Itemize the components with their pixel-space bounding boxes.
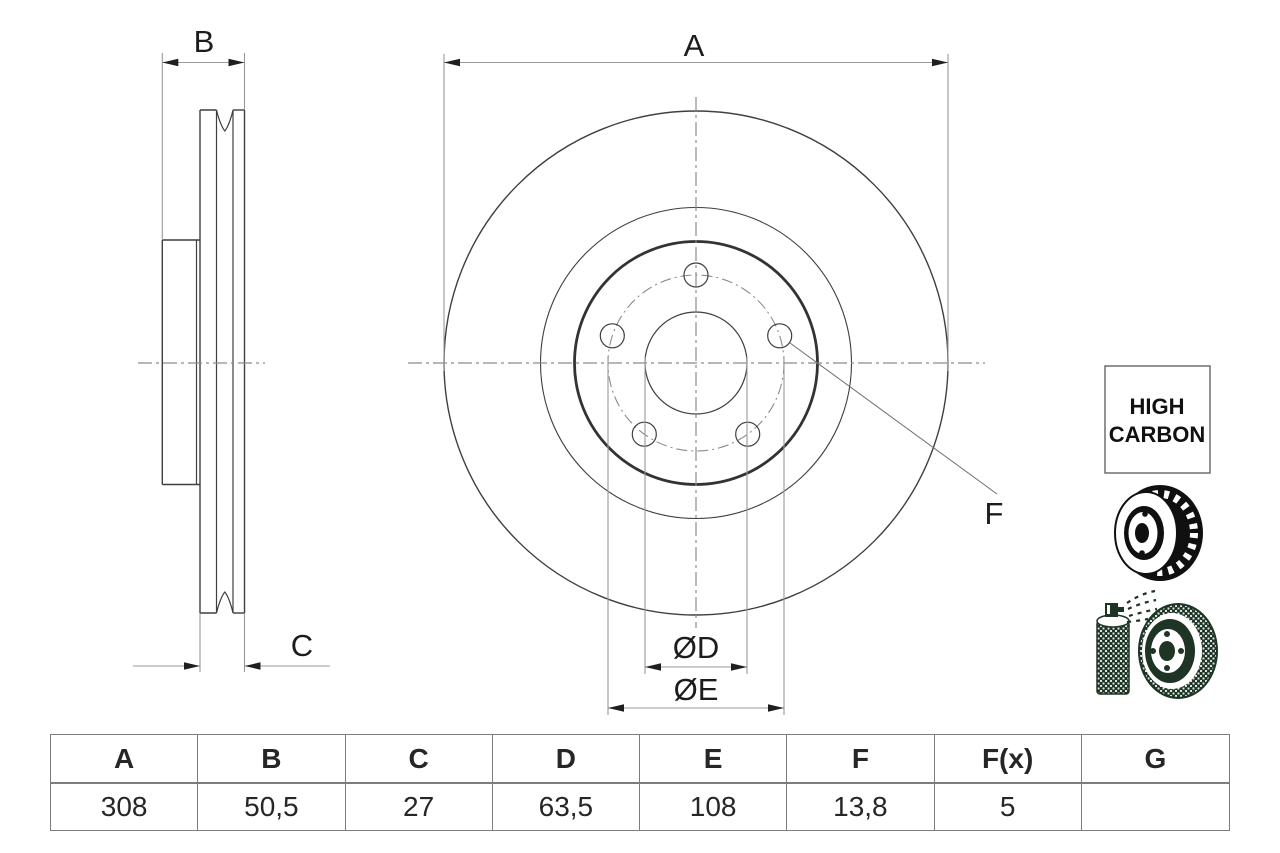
bolt-holes: [599, 262, 793, 447]
value-d: 63,5: [493, 784, 640, 830]
value-g: [1082, 784, 1229, 830]
dimension-lines: [133, 53, 949, 715]
header-g: G: [1081, 735, 1229, 784]
spec-table: A B C D E F F(x) G 308 50,5 27 63,5 108 …: [50, 734, 1230, 831]
header-fx: F(x): [934, 735, 1082, 784]
dim-label-f: F: [985, 496, 1004, 531]
badge-line1: HIGH: [1130, 394, 1185, 419]
drawing-canvas: A B C ØD ØE F HIGH CARBON: [133, 24, 1218, 715]
dim-label-d: ØD: [673, 630, 720, 665]
header-f: F: [787, 735, 935, 784]
spec-table-header-row: A B C D E F F(x) G: [51, 735, 1229, 784]
f-leader-line: [789, 342, 998, 495]
dim-label-a: A: [684, 28, 705, 63]
header-e: E: [640, 735, 788, 784]
value-a: 308: [51, 784, 199, 830]
header-a: A: [51, 735, 199, 784]
header-b: B: [198, 735, 346, 784]
value-fx: 5: [935, 784, 1082, 830]
spec-table-value-row: 308 50,5 27 63,5 108 13,8 5: [51, 784, 1229, 830]
value-e: 108: [640, 784, 788, 830]
dimension-arrowheads: [162, 58, 948, 712]
vented-disc-icon: [1114, 485, 1203, 581]
side-section-view: [161, 109, 246, 614]
value-f: 13,8: [787, 784, 935, 830]
dim-label-b: B: [194, 24, 215, 59]
value-b: 50,5: [198, 784, 346, 830]
dim-label-e: ØE: [674, 672, 719, 707]
header-c: C: [345, 735, 493, 784]
value-c: 27: [346, 784, 493, 830]
high-carbon-badge: HIGH CARBON: [1104, 365, 1211, 474]
badge-line2: CARBON: [1109, 422, 1206, 447]
dim-label-c: C: [291, 628, 313, 663]
spray-coating-icon: [1096, 589, 1218, 699]
header-d: D: [492, 735, 640, 784]
